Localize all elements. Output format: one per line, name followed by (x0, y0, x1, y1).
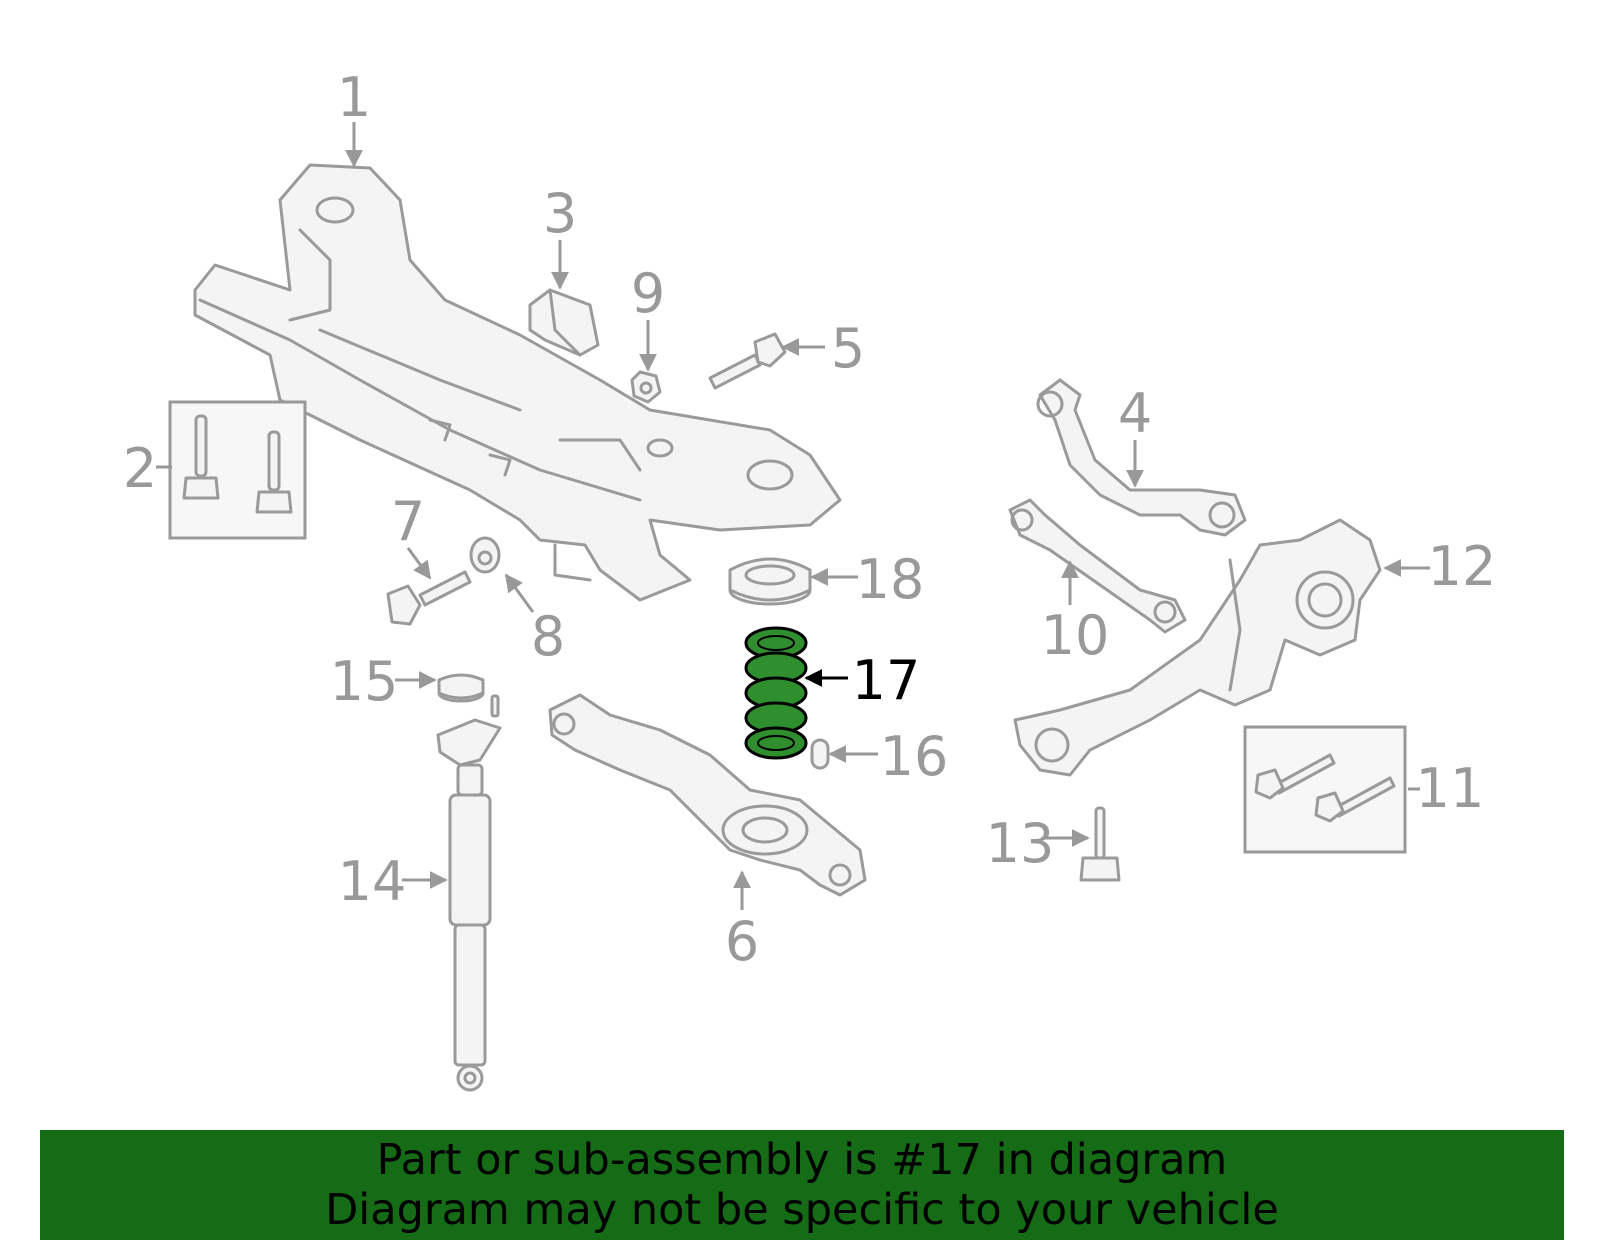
part-16-bumper (810, 738, 830, 770)
callout-1: 1 (337, 66, 371, 129)
part-18-spring-seat (728, 557, 812, 606)
part-5-bolt (708, 332, 787, 390)
callout-9: 9 (631, 262, 665, 325)
callout-17: 17 (852, 649, 921, 712)
part-2-bolts (168, 400, 307, 540)
part-10-lateral-arm (1008, 498, 1187, 634)
callout-3: 3 (543, 182, 577, 245)
part-4-upper-arm (1036, 378, 1247, 537)
callout-arrows (156, 122, 1430, 910)
part-13-stud (1079, 806, 1121, 882)
part-7-bolt (386, 570, 472, 626)
callout-6: 6 (725, 910, 759, 973)
part-3-bracket (528, 288, 600, 357)
callout-15: 15 (330, 650, 399, 713)
callout-4: 4 (1118, 382, 1152, 445)
callout-10: 10 (1041, 604, 1110, 667)
info-banner: Part or sub-assembly is #17 in diagram D… (40, 1130, 1564, 1240)
part-8-washer (469, 536, 501, 574)
banner-line-disclaimer: Diagram may not be specific to your vehi… (325, 1185, 1279, 1235)
callout-12: 12 (1428, 535, 1497, 598)
part-12-knuckle (1013, 518, 1382, 777)
part-14-shock (436, 694, 502, 1092)
callout-14: 14 (338, 850, 407, 913)
banner-line-part: Part or sub-assembly is #17 in diagram (376, 1135, 1228, 1185)
callout-18: 18 (856, 548, 925, 611)
part-6-lower-arm (548, 693, 867, 897)
part-17-coil-spring (744, 626, 808, 760)
callout-labels: 1 2 3 4 5 6 7 8 9 10 11 12 13 14 15 16 1… (123, 66, 1497, 973)
callout-5: 5 (831, 317, 865, 380)
callout-16: 16 (880, 725, 949, 788)
callout-13: 13 (986, 812, 1055, 875)
part-9-nut (630, 370, 662, 404)
part-11-bolts (1243, 725, 1407, 854)
callout-11: 11 (1416, 757, 1485, 820)
callout-8: 8 (531, 605, 565, 668)
callout-7: 7 (391, 490, 425, 553)
part-15-mount (437, 673, 485, 703)
callout-2: 2 (123, 437, 157, 500)
part-1-subframe (193, 163, 842, 602)
